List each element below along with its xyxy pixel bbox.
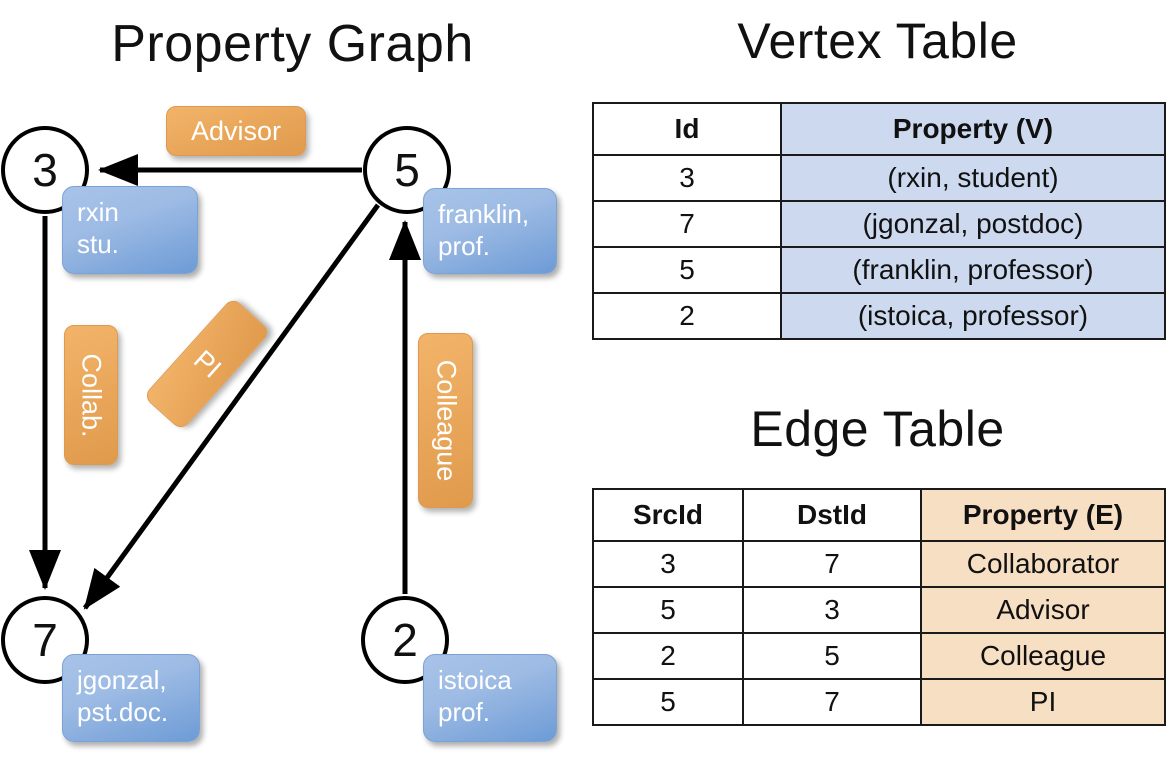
vertex-header-id: Id — [592, 102, 782, 156]
node-property-box-3: rxin stu. — [62, 186, 198, 274]
edge-cell-property: Colleague — [920, 632, 1166, 680]
edge-pi-5-to-7 — [82, 203, 381, 610]
vertex-cell-id: 3 — [592, 154, 782, 202]
table-row: 7 (jgonzal, postdoc) — [592, 200, 1166, 248]
edge-label-advisor: Advisor — [166, 106, 306, 156]
edge-cell-property: Advisor — [920, 586, 1166, 634]
table-row: 5 3 Advisor — [592, 586, 1166, 634]
edge-header-srcid: SrcId — [592, 488, 744, 542]
node-property-line: prof. — [438, 696, 491, 727]
edge-cell-dstid: 3 — [742, 586, 922, 634]
table-header-row: Id Property (V) — [592, 102, 1166, 156]
node-property-line: rxin — [77, 197, 119, 227]
edge-cell-dstid: 7 — [742, 540, 922, 588]
vertex-cell-property: (franklin, professor) — [780, 246, 1166, 294]
page-title-edge-table: Edge Table — [750, 401, 1005, 457]
vertex-cell-property: (istoica, professor) — [780, 292, 1166, 340]
edge-cell-dstid: 5 — [742, 632, 922, 680]
vertex-cell-id: 7 — [592, 200, 782, 248]
node-property-box-7: jgonzal, pst.doc. — [62, 654, 200, 742]
graph-node-5[interactable]: 5 — [363, 126, 451, 214]
edge-cell-srcid: 3 — [592, 540, 744, 588]
graph-node-2[interactable]: 2 — [361, 596, 449, 684]
page-title-property-graph: Property Graph — [111, 15, 474, 73]
vertex-header-property: Property (V) — [780, 102, 1166, 156]
table-header-row: SrcId DstId Property (E) — [592, 488, 1166, 542]
vertex-cell-property: (jgonzal, postdoc) — [780, 200, 1166, 248]
vertex-cell-id: 2 — [592, 292, 782, 340]
edge-cell-property: PI — [920, 678, 1166, 726]
vertex-cell-property: (rxin, student) — [780, 154, 1166, 202]
table-row: 3 (rxin, student) — [592, 154, 1166, 202]
table-row: 2 5 Colleague — [592, 632, 1166, 680]
node-property-line: pst.doc. — [77, 696, 169, 727]
vertex-cell-id: 5 — [592, 246, 782, 294]
table-row: 5 7 PI — [592, 678, 1166, 726]
edge-header-dstid: DstId — [742, 488, 922, 542]
edge-label-collaborator: Collab. — [64, 325, 118, 465]
node-property-line: istoica — [438, 665, 512, 695]
node-property-line: franklin, — [438, 199, 530, 229]
node-property-line: stu. — [77, 228, 119, 259]
edge-label-advisor-text: Advisor — [190, 115, 282, 146]
edge-cell-srcid: 5 — [592, 586, 744, 634]
edge-cell-property: Collaborator — [920, 540, 1166, 588]
table-row: 5 (franklin, professor) — [592, 246, 1166, 294]
node-property-line: prof. — [438, 230, 491, 261]
edge-cell-dstid: 7 — [742, 678, 922, 726]
table-row: 2 (istoica, professor) — [592, 292, 1166, 340]
edge-header-property: Property (E) — [920, 488, 1166, 542]
edge-label-colleague: Colleague — [418, 333, 473, 508]
node-property-box-2: istoica prof. — [423, 654, 557, 742]
node-property-line: jgonzal, — [77, 665, 167, 695]
edge-label-colleague-text: Colleague — [431, 359, 461, 482]
edge-cell-srcid: 5 — [592, 678, 744, 726]
property-graph-panel: Property Graph 3 5 7 2 rxin stu. frankli… — [1, 15, 557, 742]
node-property-box-5: franklin, prof. — [423, 188, 557, 274]
edge-cell-srcid: 2 — [592, 632, 744, 680]
page-title-vertex-table: Vertex Table — [737, 13, 1018, 69]
vertex-table: Id Property (V) 3 (rxin, student) 7 (jgo… — [592, 102, 1166, 340]
edge-label-collaborator-text: Collab. — [76, 352, 107, 438]
table-row: 3 7 Collaborator — [592, 540, 1166, 588]
edge-label-pi-text: PI — [187, 343, 227, 384]
edge-table: SrcId DstId Property (E) 3 7 Collaborato… — [592, 488, 1166, 726]
graph-edges-layer — [29, 154, 421, 610]
